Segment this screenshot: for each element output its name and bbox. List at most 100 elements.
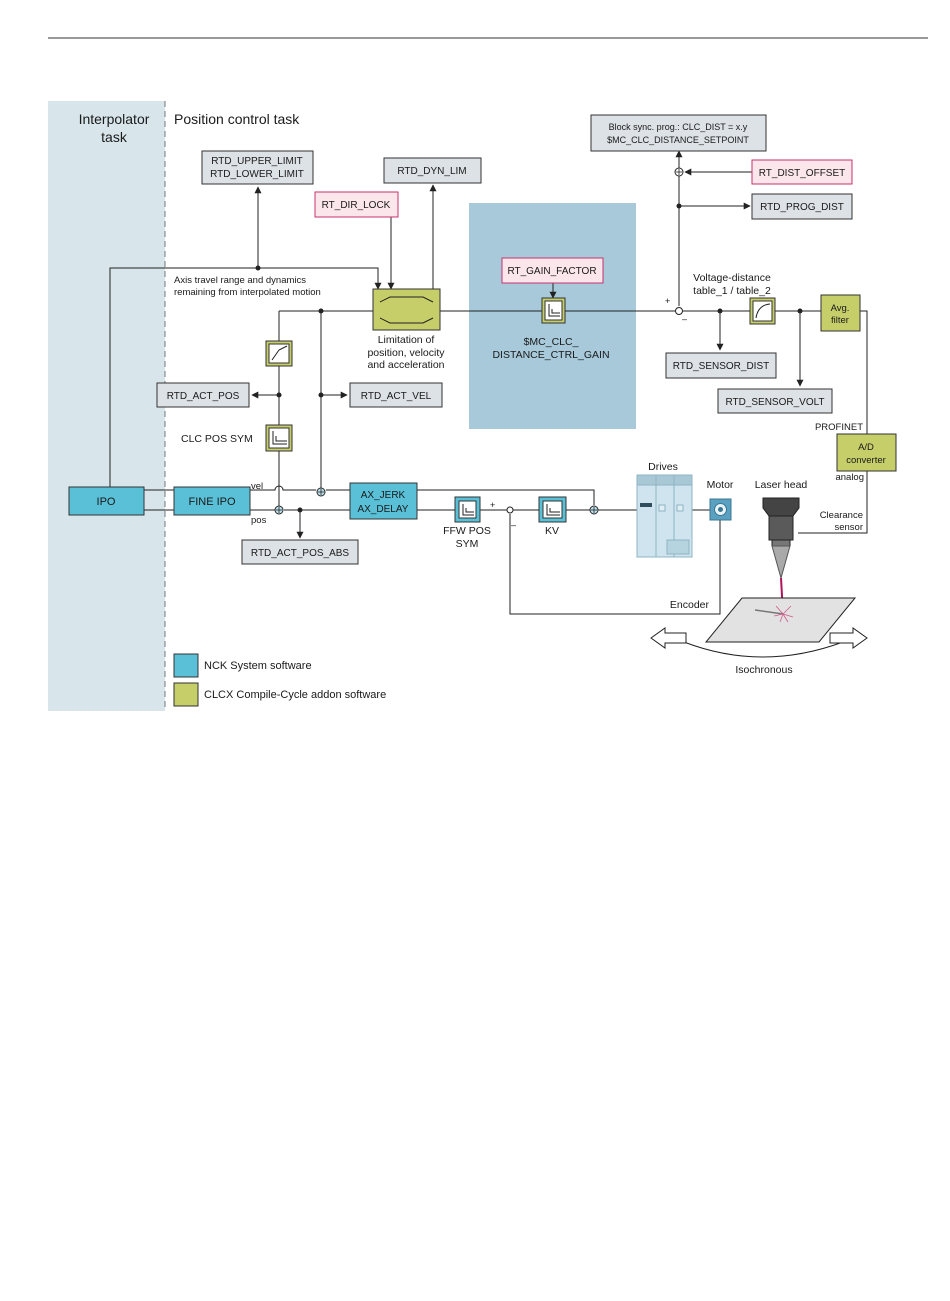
encoder-label: Encoder bbox=[670, 599, 710, 611]
ad-converter-label-1: A/D bbox=[858, 442, 874, 453]
rtd-act-vel-block bbox=[349, 382, 443, 408]
junction-dot bbox=[717, 308, 723, 314]
rtd-dyn-lim-label: RTD_DYN_LIM bbox=[397, 166, 466, 177]
voltage-distance-block bbox=[749, 297, 776, 325]
act-pos-ramp-block bbox=[265, 340, 293, 367]
limitation-block bbox=[372, 288, 441, 331]
junction-dot bbox=[797, 308, 803, 314]
summing-junction-icon bbox=[675, 307, 683, 315]
ad-converter-label-2: converter bbox=[846, 455, 886, 466]
position-control-task-title: Position control task bbox=[174, 111, 300, 127]
clc-pos-sym-block bbox=[265, 424, 293, 452]
ad-to-sensor-line bbox=[798, 471, 868, 534]
legend-nck-label: NCK System software bbox=[204, 660, 312, 672]
rtd-upper-limit-label: RTD_UPPER_LIMIT bbox=[211, 156, 303, 167]
axis-travel-label-2: remaining from interpolated motion bbox=[174, 287, 321, 298]
block-sync-block bbox=[590, 114, 767, 152]
rtd-dyn-lim-block bbox=[383, 157, 482, 184]
rt-dist-offset-block bbox=[751, 159, 853, 185]
pos-label: pos bbox=[251, 515, 267, 526]
block-sync-label-2: $MC_CLC_DISTANCE_SETPOINT bbox=[607, 135, 749, 145]
rtd-act-pos-block bbox=[156, 382, 250, 408]
legend-clcx-swatch bbox=[173, 682, 199, 707]
junction-dot bbox=[255, 265, 261, 271]
ipo-block bbox=[68, 486, 145, 516]
rt-dist-offset-label: RT_DIST_OFFSET bbox=[759, 168, 846, 179]
voltage-distance-label-1: Voltage-distance bbox=[693, 272, 771, 284]
kv-label: KV bbox=[545, 525, 559, 537]
limitation-label-2: position, velocity bbox=[367, 347, 445, 359]
block-sync-label-1: Block sync. prog.: CLC_DIST = x.y bbox=[609, 122, 748, 132]
rt-dir-lock-block bbox=[314, 191, 399, 218]
encoder-feedback-line bbox=[509, 514, 721, 615]
ffw-pos-sym-block bbox=[454, 496, 481, 523]
avg-filter-block bbox=[820, 294, 861, 332]
fine-ipo-block bbox=[173, 486, 251, 516]
interpolator-task-title-2: task bbox=[101, 129, 128, 145]
ax-jerk-label: AX_JERK bbox=[361, 490, 406, 501]
minus-sign-label: – bbox=[682, 314, 687, 324]
summing-junction-icon bbox=[589, 505, 599, 515]
fine-ipo-label: FINE IPO bbox=[188, 496, 236, 508]
ad-converter-block bbox=[836, 433, 897, 472]
rtd-act-vel-label: RTD_ACT_VEL bbox=[361, 391, 432, 402]
ax-jerk-delay-block bbox=[349, 482, 418, 520]
gain-block bbox=[541, 297, 566, 324]
interpolator-task-panel bbox=[48, 101, 165, 711]
ipo-label: IPO bbox=[97, 496, 116, 508]
drives-label: Drives bbox=[648, 461, 678, 473]
voltage-distance-label-2: table_1 / table_2 bbox=[693, 285, 771, 297]
laser-head-icon bbox=[762, 497, 800, 615]
analog-label: analog bbox=[835, 472, 864, 483]
motor-label: Motor bbox=[707, 479, 734, 491]
motor-icon bbox=[709, 498, 732, 521]
clearance-label-2: sensor bbox=[834, 522, 863, 533]
avg-filter-label-2: filter bbox=[831, 315, 849, 326]
rtd-sensor-volt-label: RTD_SENSOR_VOLT bbox=[725, 397, 824, 408]
gain-label-1: $MC_CLC_ bbox=[524, 336, 579, 348]
clearance-label-1: Clearance bbox=[820, 510, 863, 521]
profinet-label: PROFINET bbox=[815, 422, 863, 433]
rtd-sensor-volt-block bbox=[717, 388, 833, 414]
workpiece-icon bbox=[704, 597, 857, 643]
rtd-act-pos-abs-block bbox=[241, 539, 359, 565]
axis-travel-label-1: Axis travel range and dynamics bbox=[174, 275, 306, 286]
vel-label: vel bbox=[251, 481, 263, 492]
summing-junction-icon bbox=[316, 487, 326, 497]
junction-dot bbox=[276, 392, 282, 398]
drive-unit-icon bbox=[636, 474, 693, 558]
rt-gain-factor-label: RT_GAIN_FACTOR bbox=[507, 266, 596, 277]
laser-head-label: Laser head bbox=[755, 479, 808, 491]
rtd-prog-dist-label: RTD_PROG_DIST bbox=[760, 202, 844, 213]
isochronous-label: Isochronous bbox=[735, 664, 792, 676]
minus-sign-label: – bbox=[511, 520, 516, 530]
junction-dot bbox=[318, 308, 324, 314]
rtd-limit-block bbox=[201, 150, 314, 185]
junction-dot bbox=[318, 392, 324, 398]
rt-dir-lock-label: RT_DIR_LOCK bbox=[322, 200, 391, 211]
legend-clcx-label: CLCX Compile-Cycle addon software bbox=[204, 689, 386, 701]
avg-filter-label-1: Avg. bbox=[831, 303, 850, 314]
rtd-sensor-dist-block bbox=[665, 352, 777, 379]
rtd-act-pos-abs-label: RTD_ACT_POS_ABS bbox=[251, 548, 350, 559]
summing-junction-icon bbox=[674, 167, 684, 177]
rtd-sensor-dist-label: RTD_SENSOR_DIST bbox=[673, 361, 770, 372]
filter-to-ad-line bbox=[860, 310, 868, 434]
summing-junction-icon bbox=[506, 506, 514, 514]
limitation-label-3: and acceleration bbox=[367, 359, 444, 371]
rt-gain-factor-block bbox=[501, 257, 604, 284]
vel-feedforward-line bbox=[417, 489, 595, 505]
plus-sign-label: + bbox=[490, 500, 495, 510]
rtd-act-pos-label: RTD_ACT_POS bbox=[167, 391, 240, 402]
rtd-lower-limit-label: RTD_LOWER_LIMIT bbox=[210, 169, 304, 180]
ffw-pos-label-2: SYM bbox=[456, 538, 479, 550]
junction-dot bbox=[297, 507, 303, 513]
ffw-pos-label-1: FFW POS bbox=[443, 525, 491, 537]
plus-sign-label: + bbox=[665, 296, 670, 306]
gain-label-2: DISTANCE_CTRL_GAIN bbox=[492, 349, 609, 361]
ax-delay-label: AX_DELAY bbox=[358, 504, 409, 515]
junction-dot bbox=[676, 203, 682, 209]
vel-line bbox=[250, 485, 316, 491]
kv-block bbox=[538, 496, 567, 523]
